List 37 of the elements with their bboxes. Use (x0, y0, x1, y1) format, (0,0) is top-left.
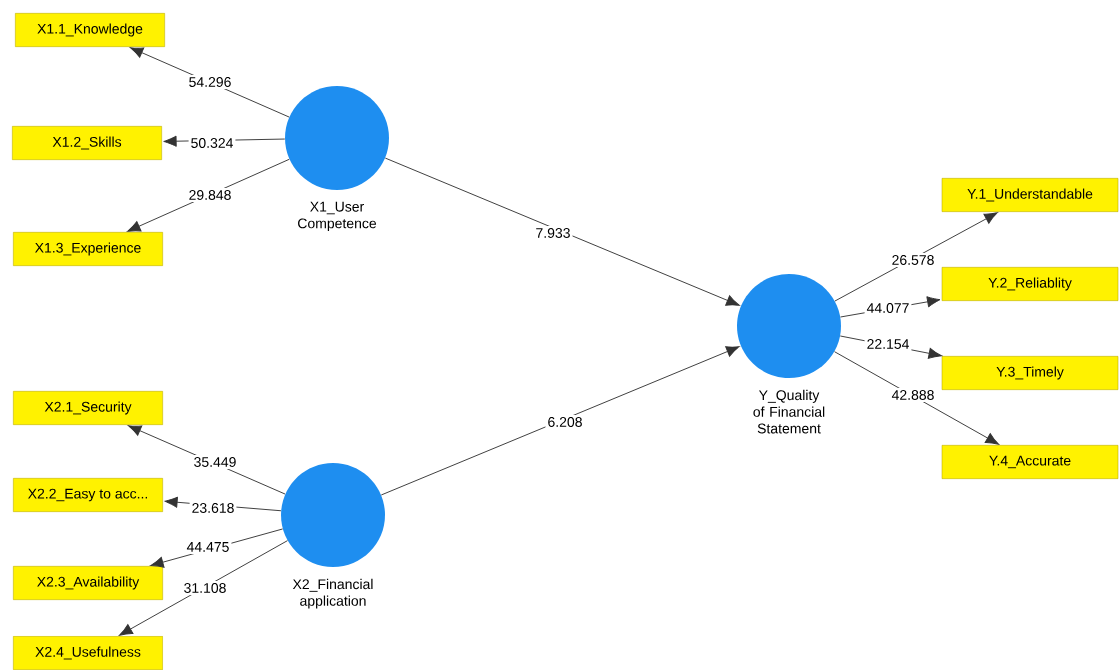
edge-label: 42.888 (889, 388, 937, 402)
arrow (384, 157, 740, 306)
edge-label: 35.449 (191, 455, 239, 469)
indicator-box: X2.1_Security (13, 391, 163, 425)
arrow (119, 540, 288, 636)
indicator-box: X2.2_Easy to acc... (13, 478, 163, 512)
construct-caption: Y_Quality of Financial Statement (753, 389, 825, 434)
edge-label: 6.208 (545, 415, 585, 429)
construct-caption: X1_User Competence (298, 201, 377, 232)
indicator-box: X1.1_Knowledge (15, 13, 165, 47)
edge-label: 31.108 (181, 581, 229, 595)
edge-label: 44.077 (864, 301, 912, 315)
edge-label: 22.154 (864, 337, 912, 351)
arrow (127, 425, 286, 495)
indicator-box: X1.3_Experience (13, 232, 163, 266)
indicator-box: Y.2_Reliablity (941, 267, 1119, 301)
edge-label: 44.475 (184, 540, 232, 554)
arrow (834, 212, 998, 302)
arrow (380, 346, 740, 496)
construct-circle (281, 463, 385, 567)
indicator-box: X1.2_Skills (12, 126, 162, 160)
edge-label: 54.296 (186, 75, 234, 89)
arrow (834, 351, 999, 445)
indicator-box: Y.4_Accurate (941, 445, 1119, 479)
edge-label: 26.578 (889, 253, 937, 267)
indicator-box: Y.1_Understandable (941, 178, 1119, 212)
construct-circle (285, 86, 389, 190)
edge-label: 7.933 (533, 226, 573, 240)
indicator-box: Y.3_Timely (941, 356, 1119, 390)
edge-label: 29.848 (186, 188, 234, 202)
edge-label: 50.324 (188, 136, 236, 150)
construct-caption: X2_Financial application (292, 578, 373, 609)
arrow (129, 47, 290, 118)
construct-circle (737, 274, 841, 378)
indicator-box: X2.4_Usefulness (13, 636, 163, 670)
edge-label: 23.618 (189, 501, 237, 515)
indicator-box: X2.3_Availability (13, 566, 163, 600)
